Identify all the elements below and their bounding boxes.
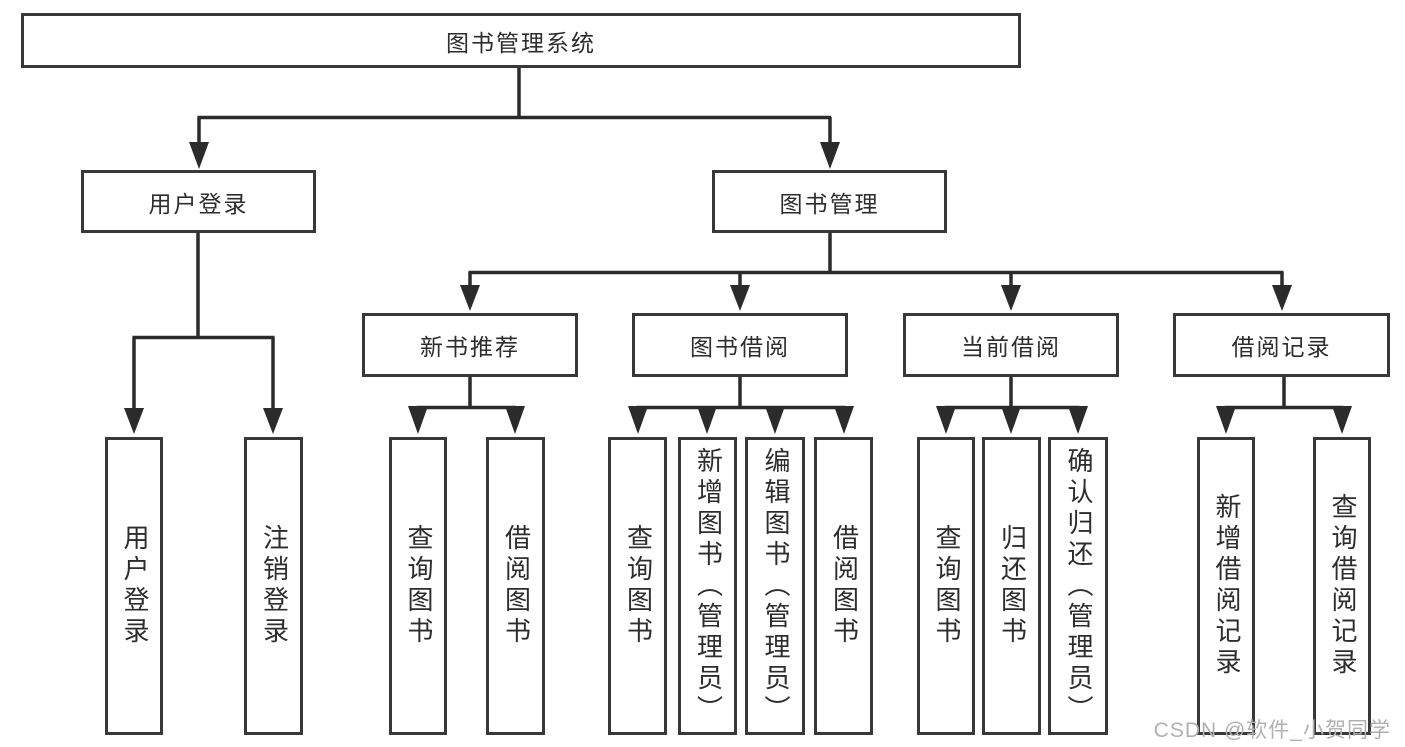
node-book-borrow: 图书借阅 <box>632 313 848 377</box>
leaf-newbooks-borrow: 借阅图书 <box>486 437 545 735</box>
leaf-current-query: 查询图书 <box>917 437 975 735</box>
leaf-newbooks-query: 查询图书 <box>389 437 447 735</box>
leaf-records-query: 查询借阅记录 <box>1313 437 1371 735</box>
leaf-borrow-query: 查询图书 <box>608 437 667 735</box>
leaf-borrow-query-label: 查询图书 <box>623 524 654 648</box>
node-book-management-label: 图书管理 <box>779 190 880 217</box>
node-new-books-label: 新书推荐 <box>420 334 520 360</box>
leaf-logout-label: 注销登录 <box>259 524 290 648</box>
node-borrow-records: 借阅记录 <box>1173 313 1390 377</box>
leaf-logout: 注销登录 <box>244 437 303 735</box>
node-root: 图书管理系统 <box>21 13 1021 68</box>
leaf-newbooks-borrow-label: 借阅图书 <box>501 524 532 648</box>
node-current-borrow: 当前借阅 <box>903 313 1119 377</box>
leaf-current-return: 归还图书 <box>982 437 1041 735</box>
leaf-borrow-edit: 编辑图书（管理员） <box>745 437 805 735</box>
leaf-current-confirm: 确认归还（管理员） <box>1048 437 1108 735</box>
node-current-borrow-label: 当前借阅 <box>961 334 1061 360</box>
node-user-login: 用户登录 <box>81 170 316 233</box>
node-root-label: 图书管理系统 <box>446 29 596 56</box>
leaf-current-return-label: 归还图书 <box>997 524 1028 648</box>
leaf-borrow-borrow: 借阅图书 <box>814 437 873 735</box>
connector-borrow-branch <box>628 377 854 434</box>
connector-bookmgmt-branch <box>460 233 1292 311</box>
connector-login-branch <box>124 233 283 434</box>
csdn-watermark: CSDN @软件_小贺同学 <box>1153 719 1391 742</box>
leaf-user-login-label: 用户登录 <box>119 524 150 648</box>
connector-newbooks-branch <box>408 377 525 434</box>
connector-records-branch <box>1216 377 1352 434</box>
connector-current-branch <box>936 377 1088 434</box>
leaf-current-query-label: 查询图书 <box>931 524 962 648</box>
node-user-login-label: 用户登录 <box>148 190 249 217</box>
leaf-borrow-edit-label: 编辑图书（管理员） <box>760 446 791 726</box>
leaf-user-login: 用户登录 <box>105 437 163 735</box>
leaf-records-add: 新增借阅记录 <box>1197 437 1255 735</box>
node-book-borrow-label: 图书借阅 <box>690 334 790 360</box>
leaf-borrow-borrow-label: 借阅图书 <box>829 524 860 648</box>
leaf-records-query-label: 查询借阅记录 <box>1327 493 1358 679</box>
leaf-borrow-add-label: 新增图书（管理员） <box>693 446 724 726</box>
leaf-current-confirm-label: 确认归还（管理员） <box>1063 446 1094 726</box>
node-new-books: 新书推荐 <box>362 313 578 377</box>
leaf-newbooks-query-label: 查询图书 <box>403 524 434 648</box>
node-book-management: 图书管理 <box>712 170 947 233</box>
leaf-records-add-label: 新增借阅记录 <box>1211 493 1242 679</box>
leaf-borrow-add: 新增图书（管理员） <box>678 437 737 735</box>
connector-root-to-level2 <box>189 67 840 169</box>
node-borrow-records-label: 借阅记录 <box>1231 334 1332 360</box>
